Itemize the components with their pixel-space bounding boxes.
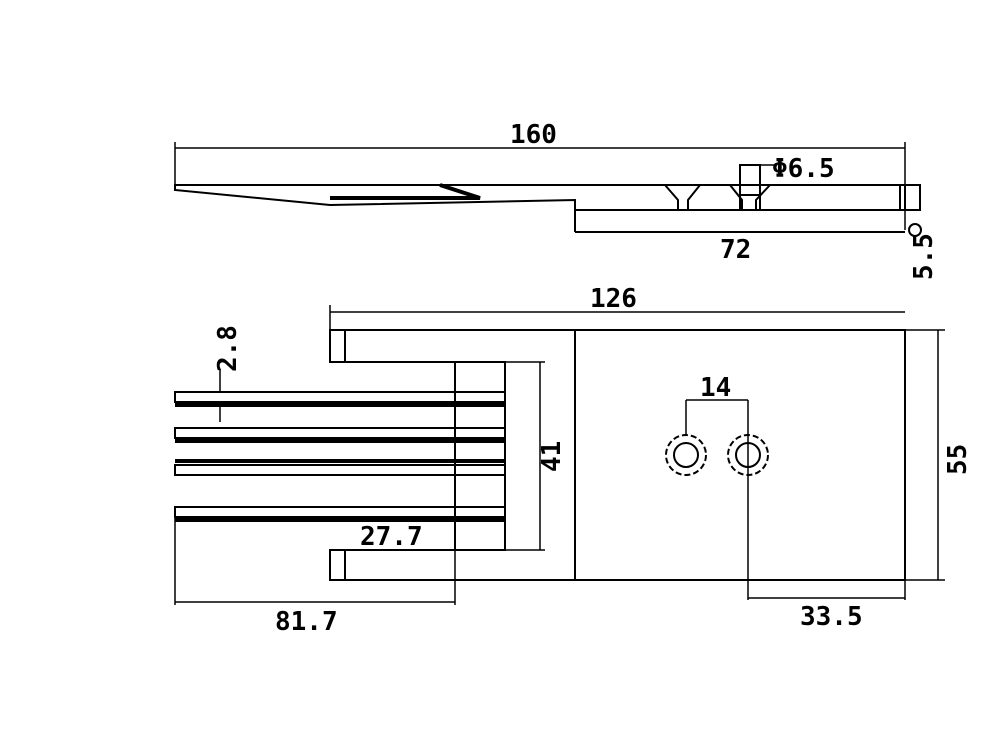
dimension-hole-spacing: 14 (700, 373, 731, 403)
dimension-comb-width: 41 (537, 441, 567, 472)
comb-pins (174, 362, 506, 550)
side-view: 160 Φ6.5 72 5.5 (174, 120, 939, 280)
dimension-slot-depth: 27.7 (360, 522, 423, 552)
dimension-hole-offset: 33.5 (800, 602, 863, 632)
dimension-base-length: 72 (720, 235, 751, 265)
dimension-thickness: 5.5 (909, 233, 939, 280)
top-view: 126 2.8 41 27.7 81.7 (174, 284, 973, 637)
dimension-overall-length: 160 (510, 120, 557, 150)
mounting-holes (665, 434, 769, 476)
dimension-hole-diameter: Φ6.5 (772, 154, 835, 184)
dimension-plate-width: 55 (943, 444, 973, 475)
dimension-plate-length: 126 (590, 284, 637, 314)
dimension-pin-pitch: 2.8 (213, 325, 243, 372)
dimension-pin-length: 81.7 (275, 607, 338, 637)
